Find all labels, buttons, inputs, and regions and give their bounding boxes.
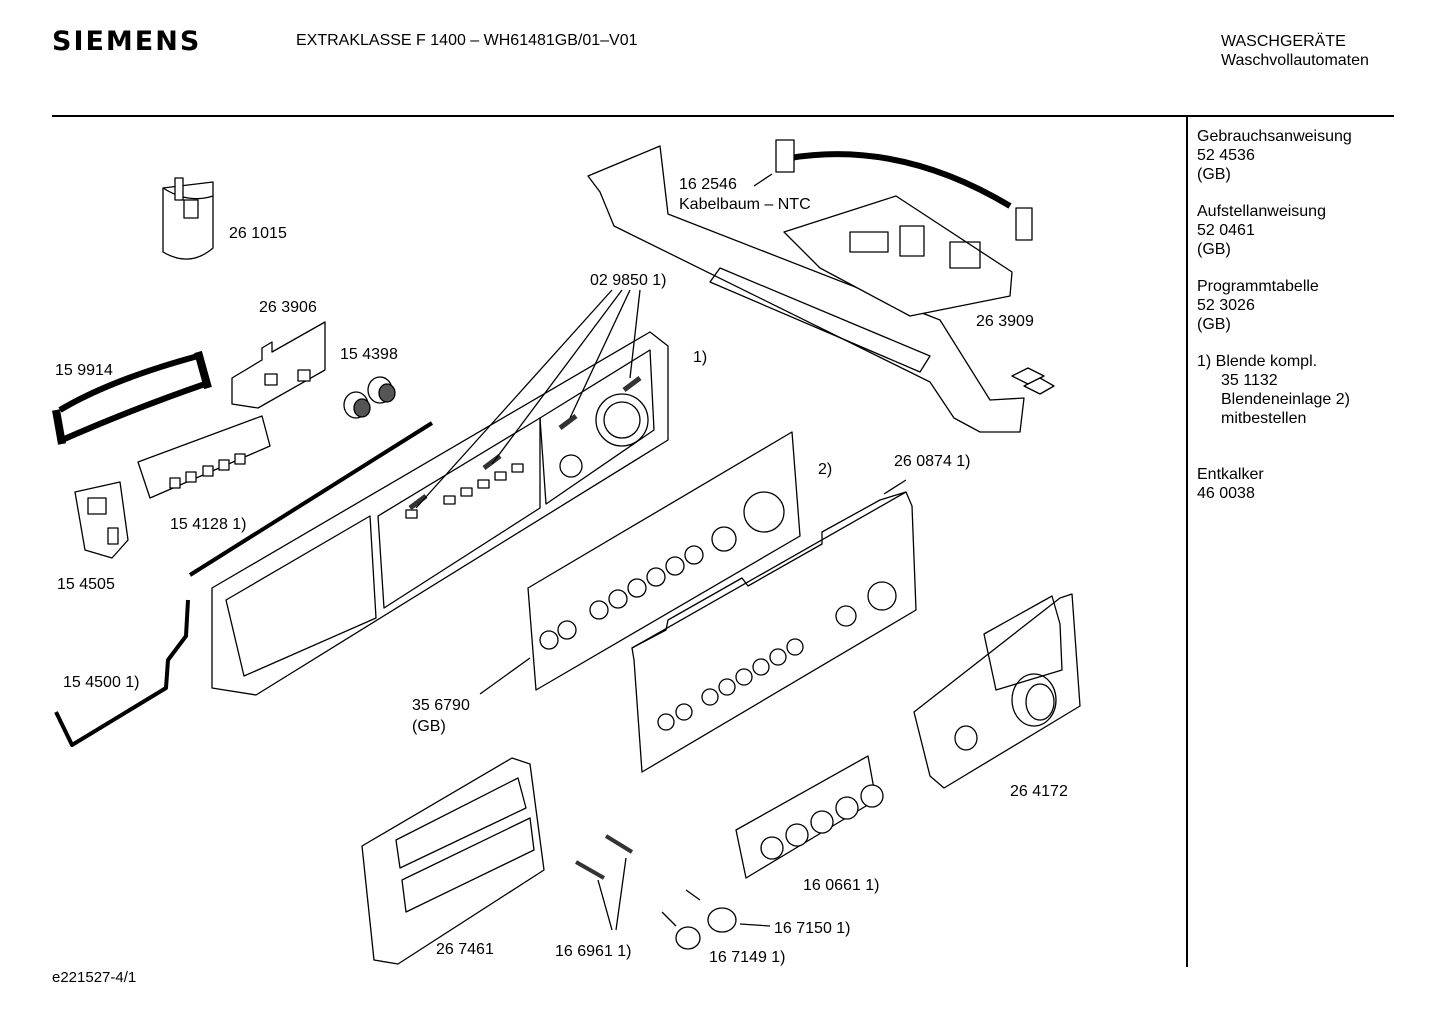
label-167149: 16 7149 1) — [709, 949, 786, 966]
footnote-block: 1) Blende kompl. 35 1132 Blendeneinlage … — [1197, 352, 1352, 428]
footnote-line: 35 1132 — [1221, 372, 1278, 389]
descaler-entry: Entkalker 46 0038 — [1197, 465, 1352, 503]
doc-title: Programmtabelle — [1197, 278, 1319, 295]
leader-356790 — [479, 657, 531, 695]
doc-entry-installation: Aufstellanweisung 52 0461 (GB) — [1197, 202, 1352, 259]
part-159914-ribbon-cable — [52, 350, 212, 445]
label-029850: 02 9850 1) — [590, 272, 667, 289]
descaler-number: 46 0038 — [1197, 485, 1255, 502]
part-160661-button-strip — [735, 755, 884, 879]
doc-lang: (GB) — [1197, 316, 1231, 333]
label-166961: 16 6961 1) — [555, 943, 632, 960]
label-264172: 26 4172 — [1010, 783, 1068, 800]
category-subtitle: Waschvollautomaten — [1221, 52, 1369, 69]
part-167150-plunger — [685, 889, 737, 933]
label-356790-lang: (GB) — [412, 718, 446, 735]
label-261015: 26 1015 — [229, 225, 287, 242]
part-154500-wire — [54, 599, 190, 747]
leader-260874 — [883, 479, 907, 495]
part-264172-dial-panel — [913, 593, 1081, 789]
document-id: e221527-4/1 — [52, 969, 137, 986]
label-154500: 15 4500 1) — [63, 674, 140, 691]
label-263906: 26 3906 — [259, 299, 317, 316]
doc-entry-manual: Gebrauchsanweisung 52 4536 (GB) — [1197, 127, 1352, 184]
sidebar-divider — [1186, 117, 1188, 967]
label-footnote-1: 1) — [693, 349, 708, 366]
doc-title: Gebrauchsanweisung — [1197, 128, 1352, 145]
label-154128: 15 4128 1) — [170, 516, 247, 533]
documents-sidebar: Gebrauchsanweisung 52 4536 (GB) Aufstell… — [1197, 127, 1352, 521]
model-title: EXTRAKLASSE F 1400 – WH61481GB/01–V01 — [296, 32, 638, 49]
doc-number: 52 3026 — [1197, 297, 1255, 314]
doc-entry-program-table: Programmtabelle 52 3026 (GB) — [1197, 277, 1352, 334]
label-160661: 16 0661 1) — [803, 877, 880, 894]
part-154505-switch — [74, 481, 129, 559]
category-title: WASCHGERÄTE — [1221, 33, 1346, 50]
part-small-pads — [1011, 367, 1055, 395]
part-263906-pcb — [231, 321, 326, 409]
leader-029850 — [415, 289, 641, 509]
label-footnote-2: 2) — [818, 461, 833, 478]
footnote-line: Blendeneinlage 2) — [1221, 391, 1350, 408]
part-167149-plunger — [661, 911, 701, 950]
part-button-board — [137, 415, 271, 499]
label-167150: 16 7150 1) — [774, 920, 851, 937]
label-263909: 26 3909 — [976, 313, 1034, 330]
footnote-line: mitbestellen — [1221, 410, 1307, 427]
exploded-view-drawing — [52, 139, 1081, 965]
leader-167150 — [739, 923, 771, 927]
part-162546-cable-harness — [775, 139, 1033, 241]
part-260874-panel — [631, 491, 917, 773]
part-mounting-bracket — [587, 145, 1025, 433]
part-267461-drawer-front — [361, 757, 545, 965]
label-260874: 26 0874 1) — [894, 453, 971, 470]
label-154398: 15 4398 — [340, 346, 398, 363]
part-356790-fascia-insert — [527, 431, 801, 691]
part-263909-electronic-module — [783, 195, 1013, 317]
footnote-line: 1) Blende kompl. — [1197, 353, 1318, 370]
doc-title: Aufstellanweisung — [1197, 203, 1326, 220]
leader-166961 — [597, 857, 627, 931]
label-267461: 26 7461 — [436, 941, 494, 958]
part-261015-suppressor — [162, 177, 214, 260]
label-356790: 35 6790 — [412, 697, 470, 714]
doc-number: 52 0461 — [1197, 222, 1255, 239]
label-162546: 16 2546 — [679, 176, 737, 193]
descaler-title: Entkalker — [1197, 466, 1264, 483]
doc-number: 52 4536 — [1197, 147, 1255, 164]
part-166961-springs — [575, 834, 634, 880]
doc-lang: (GB) — [1197, 166, 1231, 183]
label-154505: 15 4505 — [57, 576, 115, 593]
part-154128-rod — [188, 421, 434, 577]
part-154398-knobs — [343, 376, 396, 419]
part-control-panel-frame — [211, 331, 669, 696]
doc-lang: (GB) — [1197, 241, 1231, 258]
label-159914: 15 9914 — [55, 362, 113, 379]
label-kabelbaum-ntc: Kabelbaum – NTC — [679, 196, 811, 213]
brand-logo: SIEMENS — [52, 26, 202, 57]
category-block: WASCHGERÄTE Waschvollautomaten — [1221, 32, 1369, 70]
header-rule — [52, 115, 1394, 117]
leader-162546 — [753, 173, 773, 187]
